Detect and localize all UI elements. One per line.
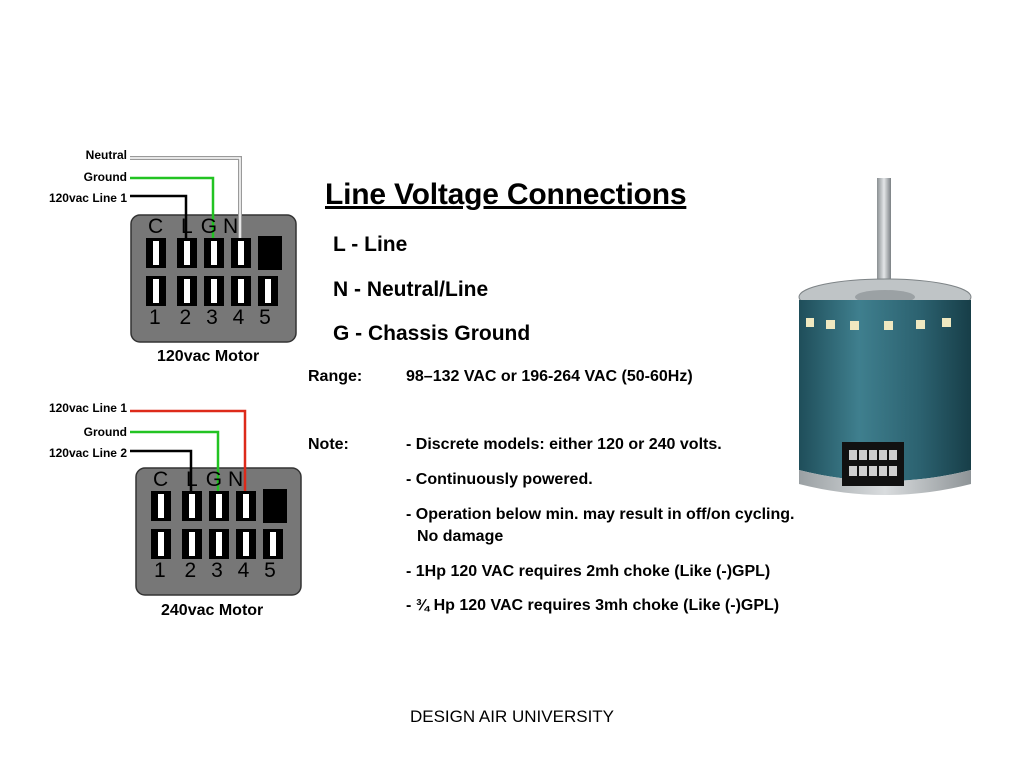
pin-number-2: 2 <box>179 306 192 329</box>
motor-connector <box>842 442 904 486</box>
pin-letter-n: N <box>222 215 239 238</box>
line2-wire <box>130 449 193 491</box>
pin-letter-c: C <box>153 468 169 491</box>
pin-number-5: 5 <box>264 559 276 582</box>
pin-letter-l: L <box>181 215 192 238</box>
note-item: - Discrete models: either 120 or 240 vol… <box>406 434 722 456</box>
note-text: - 1Hp 120 VAC requires 2mh choke (Like (… <box>406 563 771 580</box>
legend-line: L - Line <box>333 233 408 256</box>
page-title: Line Voltage Connections <box>325 178 687 211</box>
pin-numbers-120: 1 2 3 4 5 <box>149 306 271 330</box>
wire-label-ground: Ground <box>83 425 127 439</box>
pin-number-4: 4 <box>237 559 250 582</box>
note-text: - Operation below min. may result in off… <box>406 506 795 523</box>
pin-letter-g: G <box>200 215 218 238</box>
pin-numbers-240: 1 2 3 4 5 <box>154 559 276 583</box>
pin-5-top <box>258 236 282 270</box>
ground-wire <box>130 176 215 238</box>
wire-label-neutral: Neutral <box>85 148 127 162</box>
connector-240vac <box>135 467 302 596</box>
wire-label-line1: 120vac Line 1 <box>48 191 127 205</box>
pin-letter-c: C <box>148 215 164 238</box>
footer-text: DESIGN AIR UNIVERSITY <box>409 707 615 726</box>
motor-caption-120: 120vac Motor <box>157 348 260 365</box>
note-text: - ¾ Hp 120 VAC requires 3mh choke (Like … <box>406 597 780 614</box>
ground-wire <box>130 430 220 491</box>
motor-caption-240: 240vac Motor <box>161 602 264 619</box>
wires-120vac <box>130 156 242 238</box>
line1-wire <box>130 194 188 238</box>
note-text: - Continuously powered. <box>406 471 593 488</box>
wires-240vac <box>130 409 247 491</box>
pin-number-5: 5 <box>259 306 271 329</box>
pin-letter-g: G <box>205 468 223 491</box>
wire-label-line2: 120vac Line 2 <box>48 446 127 460</box>
range-value: 98–132 VAC or 196-264 VAC (50-60Hz) <box>406 368 693 385</box>
pin-letters-120: C L G N <box>148 216 238 238</box>
wire-label-line1: 120vac Line 1 <box>48 401 127 415</box>
range-label: Range: <box>308 368 363 385</box>
pin-number-2: 2 <box>184 559 197 582</box>
note-item: - 1Hp 120 VAC requires 2mh choke (Like (… <box>406 561 770 583</box>
note-text: - Discrete models: either 120 or 240 vol… <box>406 436 722 453</box>
note-item: - Operation below min. may result in off… <box>406 504 795 548</box>
pin-letters-240: C L G N <box>153 469 243 491</box>
line1-wire <box>130 409 247 491</box>
pin-number-3: 3 <box>211 559 223 582</box>
legend-ground: G - Chassis Ground <box>333 322 531 345</box>
pin-number-1: 1 <box>154 559 166 582</box>
shaft <box>877 178 891 296</box>
legend-neutral: N - Neutral/Line <box>333 278 489 301</box>
connector-120vac <box>130 214 297 343</box>
note-label: Note: <box>308 436 349 453</box>
pin-letter-l: L <box>186 468 197 491</box>
note-item: - ¾ Hp 120 VAC requires 3mh choke (Like … <box>406 595 779 617</box>
note-text-continued: No damage <box>417 528 504 545</box>
wire-label-ground: Ground <box>83 170 127 184</box>
pin-number-1: 1 <box>149 306 161 329</box>
pin-5-top <box>263 489 287 523</box>
note-item: - Continuously powered. <box>406 469 593 491</box>
pin-number-4: 4 <box>232 306 245 329</box>
motor-illustration <box>798 178 972 495</box>
pin-letter-n: N <box>227 468 244 491</box>
pin-number-3: 3 <box>206 306 218 329</box>
